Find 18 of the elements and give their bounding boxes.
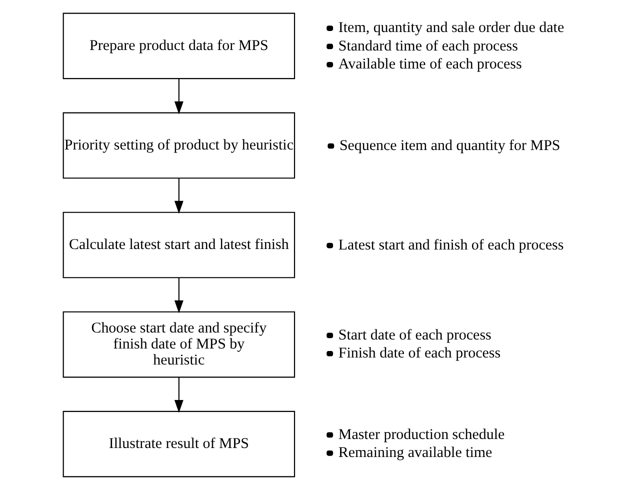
node-box: Calculate latest start and latest finish xyxy=(62,211,296,278)
arrow xyxy=(174,78,184,114)
node-box: Choose start date and specify finish date of MPS by heuristic xyxy=(62,310,296,378)
node-box: Priority setting of product by heuristic xyxy=(62,112,296,178)
node-label: Remaining available time xyxy=(338,444,492,461)
node-label: Available time of each process xyxy=(338,56,522,72)
arrow xyxy=(174,178,184,214)
node-label: Standard time of each process xyxy=(338,38,518,54)
arrow xyxy=(174,277,184,313)
node-box: Prepare product data for MPS xyxy=(62,12,296,79)
node-label: Finish date of each process xyxy=(338,345,501,362)
node-label: Sequence item and quantity for MPS xyxy=(339,137,560,154)
arrow xyxy=(174,376,184,412)
node-label: Master production schedule xyxy=(338,426,505,442)
node-box: Illustrate result of MPS xyxy=(62,410,296,477)
node-label: Latest start and finish of each process xyxy=(338,236,564,253)
node-label: Start date of each process xyxy=(338,326,492,343)
node-label: Item, quantity and sale order due date xyxy=(338,20,564,36)
